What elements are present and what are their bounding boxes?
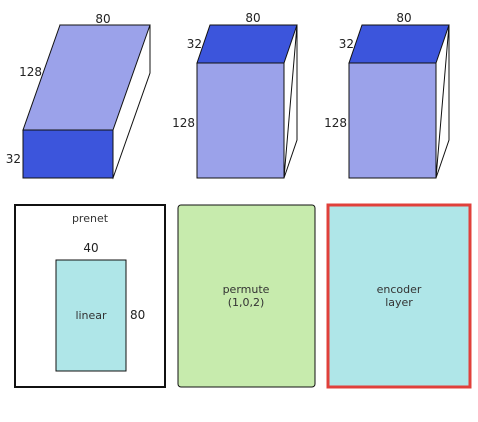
tensor-2-top-face bbox=[196, 24, 298, 64]
tensor-3-top-face bbox=[348, 24, 450, 64]
linear-height-label: 80 bbox=[130, 308, 145, 322]
tensor-1-front-face bbox=[22, 129, 114, 179]
permute-block: permute (1,0,2) bbox=[177, 204, 316, 388]
linear-layer-box bbox=[55, 259, 127, 372]
tensor-2-depth-label: 32 bbox=[187, 37, 202, 51]
tensor-1: 80 128 32 bbox=[6, 12, 151, 180]
tensor-3-back-edges bbox=[435, 24, 450, 179]
tensor-2-back-edges bbox=[283, 24, 298, 179]
tensor-2: 80 32 128 bbox=[172, 11, 298, 179]
tensor-1-depth-label: 128 bbox=[19, 65, 42, 79]
tensor-2-width-label: 80 bbox=[245, 11, 260, 25]
tensor-3: 80 32 128 bbox=[324, 11, 450, 179]
tensor-3-depth-label: 32 bbox=[339, 37, 354, 51]
prenet-title: prenet bbox=[72, 212, 109, 225]
linear-layer-label: linear bbox=[75, 309, 107, 322]
tensor-1-width-label: 80 bbox=[95, 12, 110, 26]
tensor-2-front-face bbox=[196, 62, 285, 179]
encoder-layer-block: encoder layer bbox=[326, 203, 472, 389]
encoder-layer-box bbox=[326, 203, 472, 389]
encoder-label-line2: layer bbox=[385, 296, 413, 309]
tensor-1-height-label: 32 bbox=[6, 152, 21, 166]
permute-label-line1: permute bbox=[223, 283, 270, 296]
tensor-1-top-face bbox=[22, 24, 151, 131]
tensor-3-width-label: 80 bbox=[396, 11, 411, 25]
tensor-2-height-label: 128 bbox=[172, 116, 195, 130]
linear-width-label: 40 bbox=[83, 241, 98, 255]
prenet-block: prenet linear 40 80 bbox=[14, 204, 166, 388]
tensor-3-height-label: 128 bbox=[324, 116, 347, 130]
encoder-label-line1: encoder bbox=[377, 283, 422, 296]
permute-box bbox=[177, 204, 316, 388]
tensor-3-front-face bbox=[348, 62, 437, 179]
permute-label-line2: (1,0,2) bbox=[228, 296, 265, 309]
